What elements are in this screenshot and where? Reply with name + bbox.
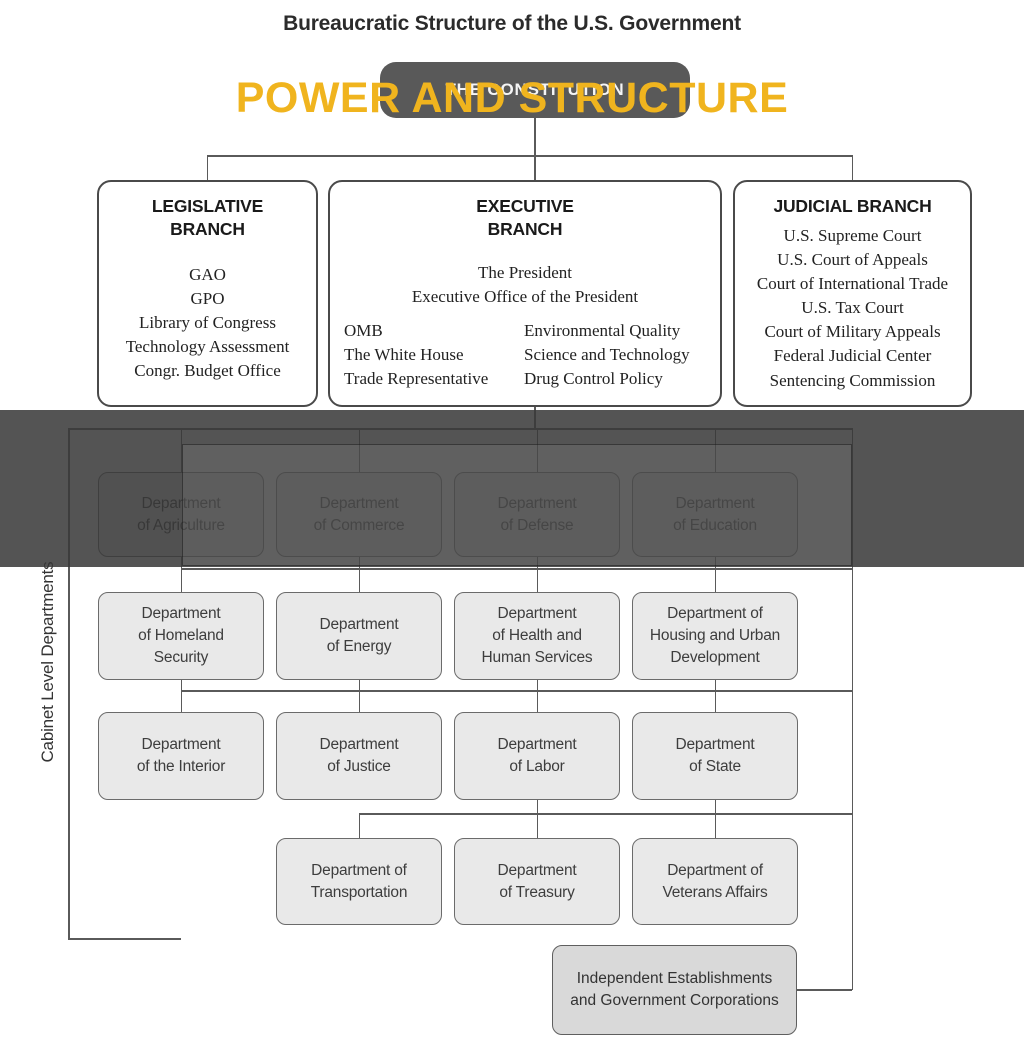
executive-branch-title: EXECUTIVE BRANCH: [476, 196, 574, 239]
connector-line: [180, 680, 182, 713]
executive-office-item: The White House: [344, 344, 464, 364]
banner-title-line1: THE CONSTITUTION'S LEGISLATIVE BRANCH:: [181, 34, 843, 66]
judicial-item: Federal Judicial Center: [773, 346, 932, 366]
judicial-item: U.S. Court of Appeals: [777, 249, 928, 269]
constitution-label: THE CONSTITUTION: [445, 80, 625, 99]
legislative-item: GPO: [190, 288, 225, 308]
legislative-branch-title: LEGISLATIVE BRANCH: [151, 196, 264, 239]
connector-line: [181, 568, 852, 570]
executive-office-item: Trade Representative: [344, 369, 489, 388]
connector-line: [714, 680, 716, 713]
judicial-item: U.S. Supreme Court: [783, 225, 922, 245]
department-box: Department of Treasury: [454, 838, 620, 925]
department-box: Department of Veterans Affairs: [632, 838, 798, 925]
executive-office-item: Drug Control Policy: [524, 369, 663, 388]
legislative-item: Library of Congress: [139, 312, 276, 332]
executive-office-item: OMB: [344, 320, 383, 340]
judicial-branch-title: JUDICIAL BRANCH: [773, 196, 932, 216]
department-box: Department of Transportation: [276, 838, 442, 925]
executive-office-item: Science and Technology: [524, 344, 690, 364]
legislative-branch-box: LEGISLATIVE BRANCH GAO GPO Library of Cong…: [97, 180, 318, 407]
executive-office-item: Environmental Quality: [524, 320, 681, 340]
legislative-item: GAO: [189, 264, 226, 284]
independent-establishments-box: Independent Establishments and Governmen…: [552, 945, 797, 1035]
legislative-item: Congr. Budget Office: [134, 361, 281, 380]
judicial-item: Sentencing Commission: [769, 370, 936, 390]
executive-lead-item: Executive Office of the President: [411, 286, 639, 306]
connector-line: [536, 800, 538, 839]
connector-line: [358, 813, 360, 839]
legislative-item: Technology Assessment: [125, 336, 290, 356]
connector-line: [536, 680, 538, 713]
department-box: Department of Housing and Urban Developm…: [632, 592, 798, 680]
cabinet-level-departments-label: Cabinet Level Departments: [38, 561, 57, 763]
connector-line: [181, 690, 852, 692]
department-box: Department of Energy: [276, 592, 442, 680]
connector-line: [797, 989, 852, 991]
connector-line: [358, 557, 360, 593]
connector-line: [180, 557, 182, 593]
department-box: Department of Homeland Security: [98, 592, 264, 680]
department-box: Department of the Interior: [98, 712, 264, 800]
connector-line: [536, 557, 538, 593]
connector-line: [207, 155, 853, 157]
connector-line: [534, 155, 536, 181]
page-title: Bureaucratic Structure of the U.S. Gover…: [283, 12, 741, 35]
banner-inner-panel: [182, 444, 852, 566]
connector-line: [534, 118, 536, 155]
banner-title-line2: POWER AND STRUCTURE: [235, 74, 789, 122]
connector-line: [851, 155, 853, 181]
connector-line: [206, 155, 208, 181]
department-box: Department of State: [632, 712, 798, 800]
connector-line: [714, 557, 716, 593]
judicial-item: U.S. Tax Court: [801, 298, 904, 318]
constitution-node: THE CONSTITUTION: [380, 62, 690, 118]
connector-line: [358, 680, 360, 713]
connector-line: [851, 428, 853, 990]
department-box: Department of Justice: [276, 712, 442, 800]
department-box: Department of Health and Human Services: [454, 592, 620, 680]
executive-lead-item: The President: [478, 262, 572, 282]
judicial-item: Court of International Trade: [756, 274, 949, 293]
judicial-item: Court of Military Appeals: [764, 322, 941, 342]
title-banner-overlay: [0, 410, 1024, 567]
connector-line: [714, 800, 716, 839]
connector-line: [68, 938, 181, 940]
independent-establishments-label: Independent Establishments and Governmen…: [570, 970, 779, 1009]
connector-line: [68, 428, 70, 939]
department-box: Department of Labor: [454, 712, 620, 800]
connector-line: [359, 813, 852, 815]
